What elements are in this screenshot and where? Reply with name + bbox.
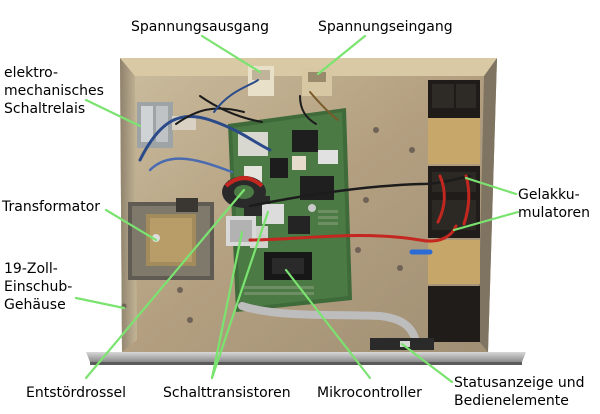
status-led xyxy=(400,341,410,347)
leader-spannungsausgang xyxy=(200,34,262,74)
battery-pack xyxy=(428,80,480,342)
label-gehaeuse: 19-Zoll- Einschub- Gehäuse xyxy=(4,260,72,314)
ribbon-cable xyxy=(238,302,420,346)
leader-mikrocontroller xyxy=(284,268,372,380)
transformer xyxy=(128,198,214,280)
label-schaltrelais-line-1: elektro- xyxy=(4,65,59,81)
top-connectors xyxy=(248,66,332,96)
label-schalttransistoren: Schalttransistoren xyxy=(163,385,291,401)
front-panel-shadow xyxy=(90,362,522,365)
leader-schaltrelais xyxy=(84,98,142,128)
label-statusanzeige: Statusanzeige und Bedienelemente xyxy=(454,374,585,410)
toroid-choke xyxy=(222,176,266,208)
label-statusanzeige-line-2: Bedienelemente xyxy=(454,393,569,409)
label-gehaeuse-line-2: Einschub- xyxy=(4,279,73,295)
label-gelakku-line-2: mulatoren xyxy=(518,205,590,221)
leader-schalttransistoren-1 xyxy=(210,230,244,380)
label-spannungseingang: Spannungseingang xyxy=(318,19,453,35)
label-transformator: Transformator xyxy=(2,199,101,215)
label-spannungsausgang: Spannungsausgang xyxy=(131,19,269,35)
label-gelakku-line-1: Gelakku- xyxy=(518,187,580,203)
mounting-holes xyxy=(121,127,415,323)
label-schaltrelais-line-3: Schaltrelais xyxy=(4,101,86,117)
label-gelakku: Gelakku- mulatoren xyxy=(518,186,590,222)
label-schaltrelais: elektro- mechanisches Schaltrelais xyxy=(4,64,104,118)
leader-gelakku-2 xyxy=(452,210,520,232)
label-gehaeuse-line-3: Gehäuse xyxy=(4,297,66,313)
leader-statusanzeige xyxy=(400,342,454,384)
label-entstoerdrossel: Entstördrossel xyxy=(26,385,127,401)
chassis-right-wall xyxy=(478,58,497,352)
chassis-back-wall xyxy=(120,58,497,76)
main-pcb xyxy=(228,108,352,312)
label-gehaeuse-line-1: 19-Zoll- xyxy=(4,261,58,277)
label-mikrocontroller: Mikrocontroller xyxy=(317,385,422,401)
leader-gelakku-1 xyxy=(464,176,518,196)
leader-schalttransistoren-2 xyxy=(210,210,270,380)
label-statusanzeige-line-1: Statusanzeige und xyxy=(454,375,585,391)
leader-gehaeuse xyxy=(74,296,126,310)
leader-transformator xyxy=(104,208,158,242)
leader-entstoerdrossel xyxy=(84,188,246,380)
leader-spannungseingang xyxy=(316,34,367,76)
wiring xyxy=(138,79,472,255)
label-schaltrelais-line-2: mechanisches xyxy=(4,83,104,99)
